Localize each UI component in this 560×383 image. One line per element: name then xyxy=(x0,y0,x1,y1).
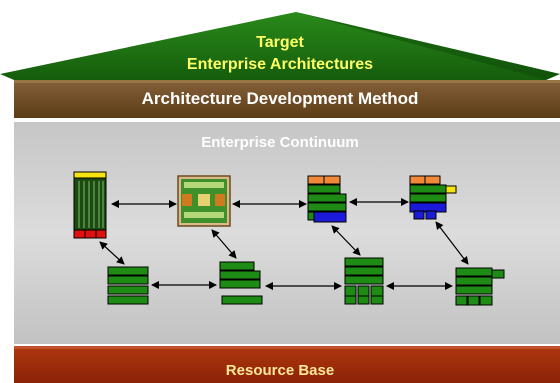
resource-band xyxy=(14,346,560,383)
continuum-label: Enterprise Continuum xyxy=(201,134,359,151)
roof-shape xyxy=(0,12,560,80)
top-stack-3-icon xyxy=(307,175,347,223)
connector-arrows xyxy=(99,198,469,290)
adm-label: Architecture Development Method xyxy=(141,89,419,108)
top-stack-4-icon xyxy=(409,175,457,220)
server-rack-icon xyxy=(73,171,107,239)
bottom-stack-2-icon xyxy=(219,261,263,305)
bottom-stack-3-icon xyxy=(344,257,384,305)
bottom-stack-1-icon xyxy=(107,266,149,305)
adm-band xyxy=(14,80,560,118)
roof-title-line1: Target xyxy=(256,34,304,51)
framework-board-icon xyxy=(177,175,231,227)
bottom-stack-4-icon xyxy=(455,267,505,306)
resource-base-label: Resource Base xyxy=(225,362,335,379)
roof-title-line2: Enterprise Architectures xyxy=(186,56,374,73)
